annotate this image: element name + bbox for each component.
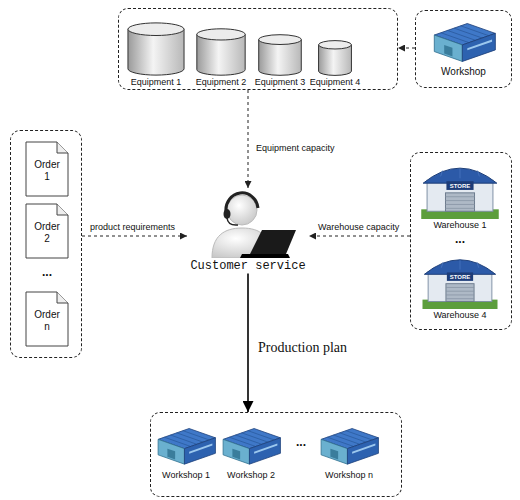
equipment-cylinder: Equipment 2: [193, 28, 250, 88]
dashed-arrow: [309, 236, 410, 237]
sign-text: STORE: [450, 182, 471, 190]
person-symbol: [212, 193, 296, 258]
cyl-symbol: [197, 29, 245, 75]
order-group: Order 1 Order 2 Order n...: [10, 130, 82, 358]
order-document: Order 1: [25, 141, 69, 197]
cyl-symbol: [259, 35, 302, 76]
order-document: Order 2: [25, 203, 69, 259]
bld-icon: [431, 15, 497, 65]
equipment-cylinder: Equipment 4: [307, 40, 364, 88]
node-label: Warehouse 1: [420, 220, 500, 231]
bld-symbol: [321, 429, 378, 465]
edge-label: Equipment capacity: [256, 143, 335, 154]
node-label: Order 2: [32, 221, 62, 245]
bld-symbol: [158, 429, 215, 465]
edge-label: product requirements: [90, 222, 175, 233]
node-label: Workshop n: [318, 470, 380, 481]
node-label: Equipment 1: [127, 77, 185, 88]
node-label: Customer service: [187, 259, 309, 273]
order-document: Order n: [25, 291, 69, 347]
node-label: Workshop 2: [220, 470, 282, 481]
node-label: Equipment 2: [193, 77, 250, 88]
cyl-symbol: [128, 23, 184, 75]
cyl-icon: [258, 34, 302, 76]
workshop-group: Workshop: [415, 10, 512, 88]
bld-icon: [220, 419, 282, 469]
dashed-arrow: [82, 236, 187, 237]
dashed-arrow: [398, 48, 415, 49]
ellipsis-mark: ...: [42, 265, 52, 279]
doc-symbol: [26, 142, 68, 196]
node-label: Workshop: [416, 66, 511, 78]
node-label: Order n: [32, 309, 62, 333]
bld-symbol: [223, 429, 280, 465]
cyl-icon: [318, 40, 352, 76]
dashed-arrow: [248, 90, 249, 188]
edge-label: Production plan: [258, 340, 347, 357]
workshop-icon: Workshop 1: [155, 419, 217, 481]
sign-text: STORE: [450, 273, 471, 281]
equipment-cylinder: Equipment 1: [127, 22, 185, 88]
workshop-plan-group: Workshop 1Workshop 2 Workshop n...: [150, 412, 402, 497]
bld-symbol: [434, 24, 495, 62]
doc-symbol: [26, 292, 68, 346]
node-label: Warehouse 4: [420, 310, 500, 321]
node-label: Workshop 1: [155, 470, 217, 481]
workshop-icon: Workshop 2: [220, 419, 282, 481]
store-symbol: [421, 168, 499, 219]
workshop-icon: Workshop n: [318, 419, 380, 481]
customer-service: Customer service: [187, 188, 309, 273]
warehouse-icon: Warehouse 4 STORE: [420, 249, 500, 321]
bld-icon: [155, 419, 217, 469]
warehouse-icon: Warehouse 1 STORE: [420, 157, 500, 231]
store-symbol: [423, 260, 498, 309]
cyl-symbol: [319, 41, 352, 76]
node-label: Order 1: [32, 159, 62, 183]
node-label: Equipment 4: [307, 77, 364, 88]
ellipsis-mark: ...: [296, 435, 306, 449]
node-label: Equipment 3: [252, 77, 309, 88]
solid-arrow: [247, 273, 249, 412]
doc-symbol: [26, 204, 68, 258]
ellipsis-mark: ...: [455, 232, 465, 246]
person-icon: [198, 188, 298, 258]
equipment-cylinder: Equipment 3: [252, 34, 309, 88]
equipment-group: Equipment 1 Equipment 2Equipment 3Equipme…: [118, 8, 398, 90]
cyl-icon: [127, 22, 185, 76]
edge-label: Warehouse capacity: [318, 222, 399, 233]
warehouse-group: Warehouse 1 STORE Warehouse 4 STORE...: [410, 152, 512, 330]
cyl-icon: [196, 28, 246, 76]
bld-icon: [318, 419, 380, 469]
